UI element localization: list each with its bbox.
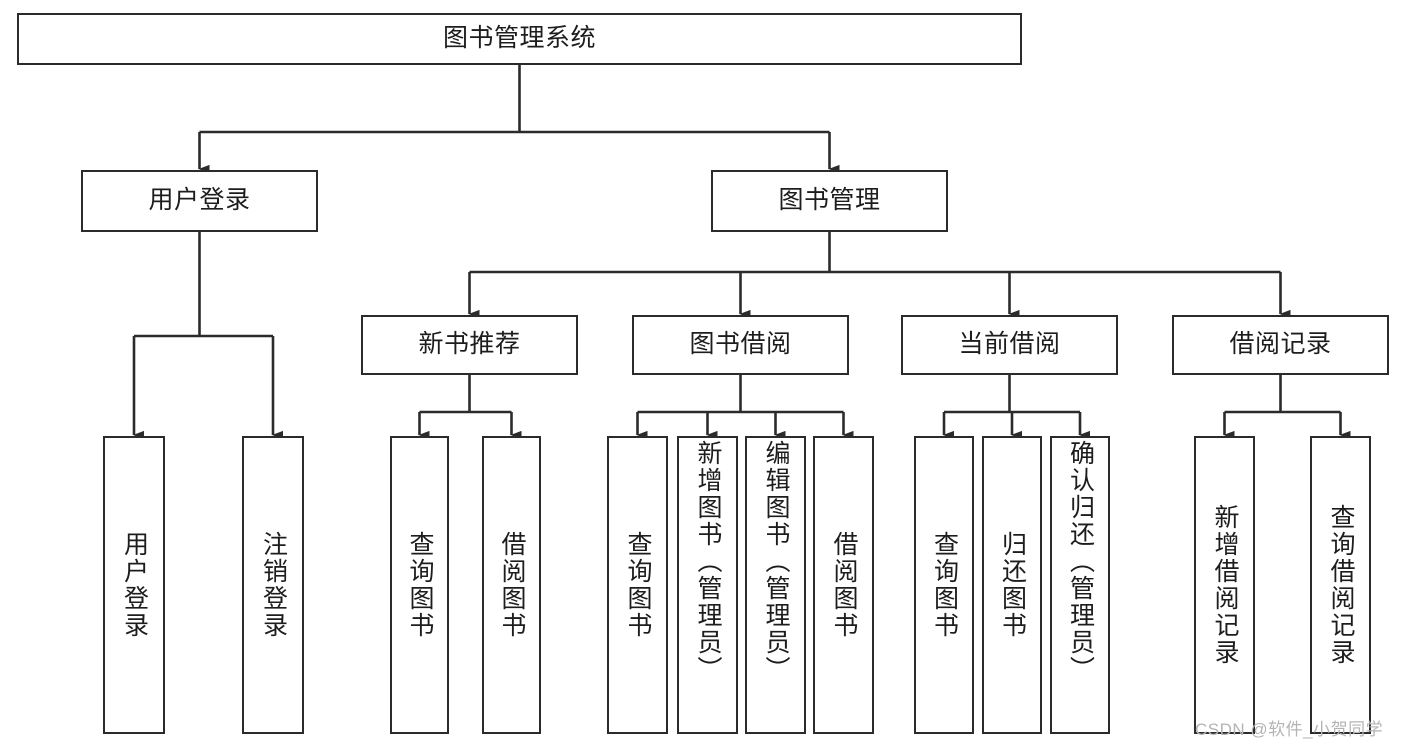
node-label: 借阅记录 [1229, 330, 1332, 359]
leaf-node-归还图书[interactable]: 归还图书 [982, 436, 1042, 734]
leaf-node-查询图书[interactable]: 查询图书 [607, 436, 668, 734]
node-label: 图书管理 [778, 186, 881, 215]
node-label: 借阅图书 [830, 531, 858, 639]
leaf-node-新增图书管理员[interactable]: 新增图书（管理员） [677, 436, 738, 734]
node-label: 图书借阅 [689, 330, 792, 359]
node-label: 新增借阅记录 [1211, 504, 1239, 666]
node-label: 查询图书 [930, 531, 959, 639]
leaf-node-借阅图书[interactable]: 借阅图书 [813, 436, 874, 734]
leaf-node-确认归还管理员[interactable]: 确认归还（管理员） [1050, 436, 1110, 734]
node-label: 用户登录 [148, 186, 251, 215]
node-label: 编辑图书（管理员） [762, 440, 790, 683]
node-label: 查询图书 [406, 531, 434, 639]
node-label: 当前借阅 [958, 330, 1061, 359]
leaf-node-查询借阅记录[interactable]: 查询借阅记录 [1310, 436, 1371, 734]
leaf-node-注销登录[interactable]: 注销登录 [242, 436, 304, 734]
node-label: 归还图书 [998, 531, 1027, 639]
level2-node-用户登录[interactable]: 用户登录 [81, 170, 318, 232]
level3-node-当前借阅[interactable]: 当前借阅 [901, 315, 1118, 375]
level3-node-新书推荐[interactable]: 新书推荐 [361, 315, 578, 375]
node-label: 查询图书 [624, 531, 652, 639]
csdn-watermark: CSDN @软件_小贺同学 [1195, 720, 1384, 739]
leaf-node-查询图书[interactable]: 查询图书 [914, 436, 974, 734]
node-label: 查询借阅记录 [1327, 504, 1355, 666]
leaf-node-新增借阅记录[interactable]: 新增借阅记录 [1194, 436, 1255, 734]
level2-node-图书管理[interactable]: 图书管理 [711, 170, 948, 232]
leaf-node-查询图书[interactable]: 查询图书 [390, 436, 449, 734]
node-label: 用户登录 [120, 531, 149, 639]
node-label: 借阅图书 [498, 531, 526, 639]
node-label: 新增图书（管理员） [694, 440, 722, 683]
leaf-node-用户登录[interactable]: 用户登录 [103, 436, 165, 734]
node-label: 图书管理系统 [442, 24, 596, 53]
node-label: 注销登录 [259, 531, 288, 639]
node-label: 确认归还（管理员） [1066, 440, 1095, 683]
level3-node-图书借阅[interactable]: 图书借阅 [632, 315, 849, 375]
leaf-node-借阅图书[interactable]: 借阅图书 [482, 436, 541, 734]
leaf-node-编辑图书管理员[interactable]: 编辑图书（管理员） [745, 436, 806, 734]
level3-node-借阅记录[interactable]: 借阅记录 [1172, 315, 1389, 375]
root-node-图书管理系统[interactable]: 图书管理系统 [17, 13, 1022, 65]
node-label: 新书推荐 [418, 330, 521, 359]
